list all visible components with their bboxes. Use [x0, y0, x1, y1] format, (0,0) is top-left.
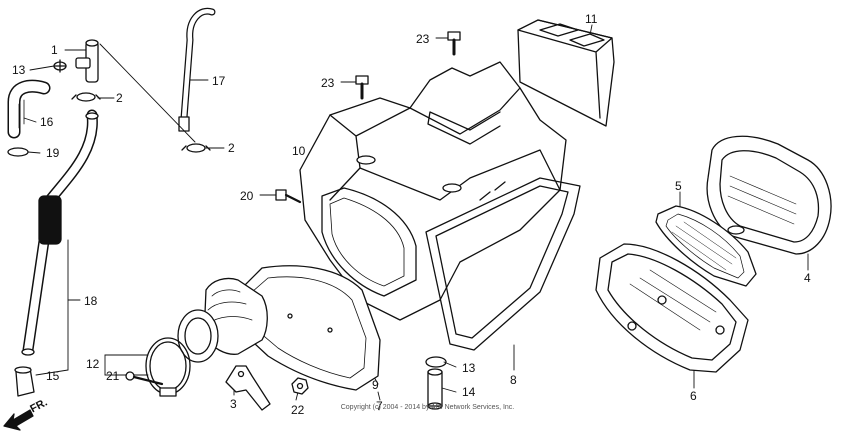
callout-13: 13: [12, 63, 26, 77]
callout-6: 6: [690, 389, 697, 403]
joint-1: [53, 39, 99, 83]
callout-21: 21: [106, 369, 120, 383]
bolt-23: [355, 31, 461, 100]
screw-20: [275, 189, 302, 204]
callout-9: 9: [372, 378, 379, 392]
callout-1: 1: [51, 43, 58, 57]
o-ring-13: [425, 356, 447, 368]
callout-2b: 2: [228, 141, 235, 155]
clip-2: [71, 92, 211, 153]
stay-3: [225, 365, 271, 411]
drain-plug-15: [14, 366, 35, 397]
callout-13b: 13: [462, 361, 476, 375]
nut-22: [291, 377, 309, 395]
elbow-hose-16: [7, 79, 51, 139]
callout-7: 7: [376, 399, 383, 413]
seal-8: [425, 177, 581, 351]
callout-16: 16: [40, 115, 54, 129]
collar-14: [427, 368, 443, 410]
callout-23: 23: [416, 32, 430, 46]
breather-tube-17: [178, 7, 216, 132]
callout-4: 4: [804, 271, 811, 285]
band-19: [7, 147, 29, 157]
callout-14: 14: [462, 385, 476, 399]
band-clamp-12: [145, 337, 191, 397]
drain-tube-18: [21, 109, 99, 356]
callout-8: 8: [510, 373, 517, 387]
front-arrow-icon: [3, 409, 34, 431]
callout-19: 19: [46, 146, 60, 160]
callout-20: 20: [240, 189, 254, 203]
callout-15: 15: [46, 369, 60, 383]
callout-11: 11: [585, 12, 598, 26]
callout-22: 22: [291, 403, 305, 417]
callout-10: 10: [292, 144, 306, 158]
callout-23b: 23: [321, 76, 335, 90]
copyright-notice: Copyright (c) 2004 - 2014 by ARI Network…: [340, 404, 515, 411]
callout-18: 18: [84, 294, 98, 308]
duct-11: [517, 19, 615, 127]
air-cleaner-case-10: [299, 61, 567, 321]
callout-17: 17: [212, 74, 226, 88]
callout-2: 2: [116, 91, 123, 105]
intake-duct-9: [177, 265, 381, 391]
screw-21: [125, 371, 164, 386]
callout-5: 5: [675, 179, 682, 193]
callout-12: 12: [86, 357, 100, 371]
callout-3: 3: [230, 397, 237, 411]
holder-5: [655, 205, 757, 287]
cover-6: [595, 243, 749, 373]
element-4: [706, 135, 832, 255]
